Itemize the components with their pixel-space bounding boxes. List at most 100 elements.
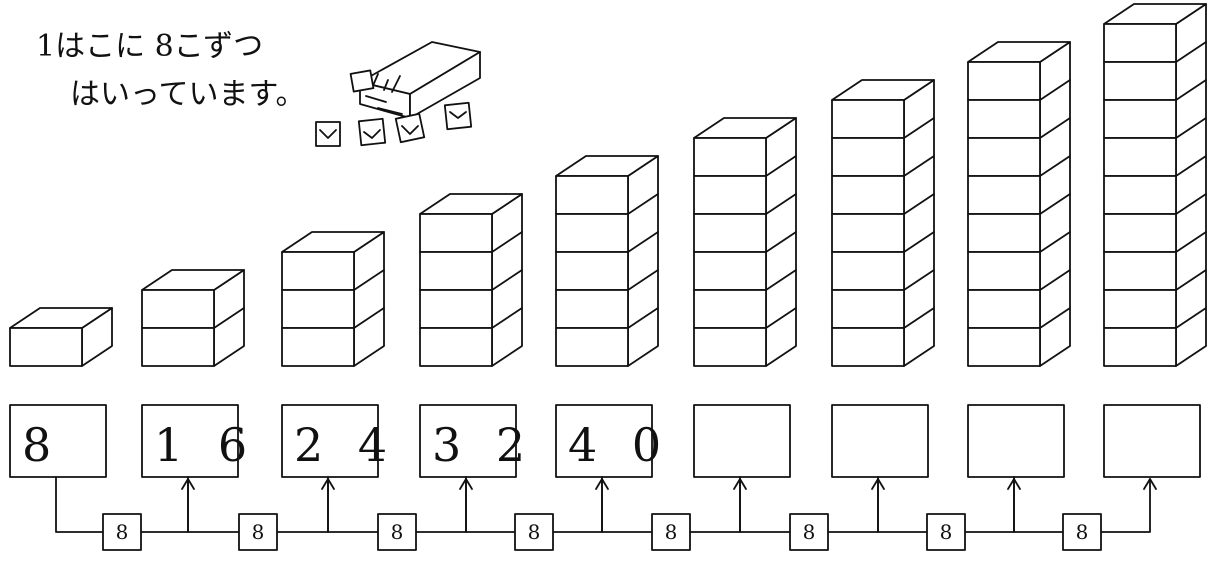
step-connector: 8: [187, 476, 335, 551]
step-connector: 8: [55, 476, 195, 551]
box: [831, 213, 905, 253]
step-connector: 8: [1013, 476, 1157, 551]
box: [967, 137, 1041, 177]
box-stack: [141, 269, 245, 367]
box-stack: [555, 155, 659, 367]
box-stack: [831, 79, 935, 367]
answer-frame: [555, 404, 653, 478]
connector-line-in: [552, 478, 603, 533]
box: [419, 327, 493, 367]
box: [967, 175, 1041, 215]
step-value: 8: [391, 520, 404, 544]
box-stack: [693, 117, 797, 367]
box-stacks: [9, 3, 1207, 367]
connector-line-in: [140, 478, 189, 533]
box: [555, 289, 629, 329]
box: [555, 213, 629, 253]
box: [831, 251, 905, 291]
answer-box: [693, 404, 791, 478]
box: [555, 175, 629, 215]
answer-frame: [281, 404, 379, 478]
answer-value: 8: [22, 418, 61, 472]
box-side-divider: [1175, 117, 1207, 139]
answer-frame: [141, 404, 239, 478]
answer-frame: [693, 404, 791, 478]
box: [9, 327, 83, 367]
answer-frame: [831, 404, 929, 478]
box-side-divider: [1039, 231, 1071, 253]
connector-line-out: [739, 476, 791, 533]
answer-box: 3 2: [419, 404, 535, 478]
box-side-divider: [903, 307, 935, 329]
arrow-head-icon: [1143, 478, 1157, 490]
box: [419, 251, 493, 291]
answer-value: 1 6: [154, 418, 257, 472]
step-box: [377, 513, 417, 551]
box-side-divider: [491, 269, 523, 291]
box-side-divider: [1175, 193, 1207, 215]
box-side-divider: [1175, 79, 1207, 101]
step-value: 8: [116, 520, 129, 544]
box-stack: [419, 193, 523, 367]
connector-line-out: [187, 476, 240, 533]
box-side-divider: [765, 193, 797, 215]
box: [1103, 99, 1177, 139]
step-value: 8: [252, 520, 265, 544]
answer-value: 2 4: [294, 418, 397, 472]
step-box: [789, 513, 829, 551]
box-side-divider: [627, 193, 659, 215]
box: [831, 99, 905, 139]
box-side-divider: [1175, 269, 1207, 291]
step-box: [102, 513, 142, 551]
box: [693, 137, 767, 177]
step-connector: 8: [601, 476, 747, 551]
box: [1103, 327, 1177, 367]
connector-line-in: [689, 478, 741, 533]
open-box-with-candies-icon: [315, 41, 481, 147]
box: [693, 175, 767, 215]
box-side-divider: [353, 307, 385, 329]
box: [555, 251, 629, 291]
box: [967, 289, 1041, 329]
box: [1103, 61, 1177, 101]
box-side-divider: [627, 269, 659, 291]
box-side-divider: [213, 307, 245, 329]
box-side-divider: [1039, 79, 1071, 101]
box: [831, 175, 905, 215]
box: [967, 327, 1041, 367]
connector-line-out: [465, 476, 516, 533]
connector-line-in: [1100, 478, 1151, 533]
answer-box: 8: [9, 404, 107, 478]
step-box: [1062, 513, 1102, 551]
box: [281, 251, 355, 291]
box-side-divider: [903, 269, 935, 291]
step-value: 8: [528, 520, 541, 544]
box: [281, 327, 355, 367]
connector-line-in: [276, 478, 329, 533]
box-side-divider: [1039, 269, 1071, 291]
box-side-divider: [1175, 155, 1207, 177]
step-value: 8: [940, 520, 953, 544]
step-connector: 8: [877, 476, 1021, 551]
box-side-divider: [765, 155, 797, 177]
box-side-divider: [903, 193, 935, 215]
step-value: 8: [1076, 520, 1089, 544]
box: [141, 289, 215, 329]
answer-value: 3 2: [432, 418, 535, 472]
box: [693, 251, 767, 291]
box: [1103, 137, 1177, 177]
box: [281, 289, 355, 329]
instruction-line-2: はいっています。: [70, 77, 306, 112]
step-box: [514, 513, 554, 551]
answer-box: [831, 404, 929, 478]
connector-line-in: [415, 478, 467, 533]
box: [1103, 23, 1177, 63]
box: [967, 61, 1041, 101]
box-side-divider: [1175, 231, 1207, 253]
box: [1103, 213, 1177, 253]
box: [831, 289, 905, 329]
answer-frame: [967, 404, 1065, 478]
box-side-divider: [1039, 117, 1071, 139]
